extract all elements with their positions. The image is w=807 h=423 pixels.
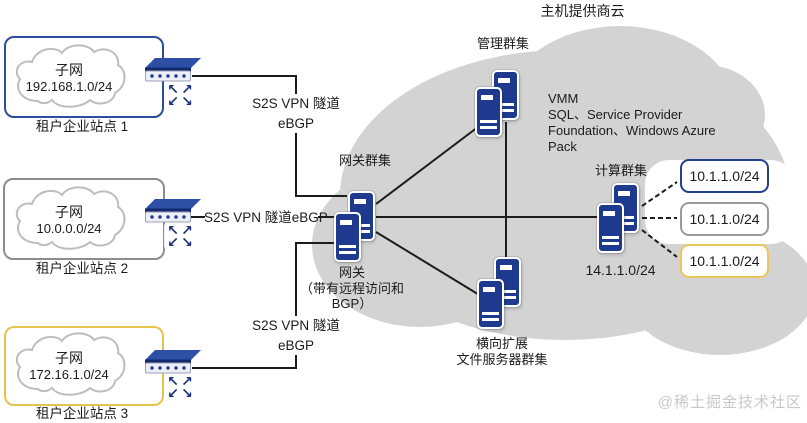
router-switch-icon (145, 58, 201, 82)
arrow-nw: ↖ (167, 373, 179, 389)
router-switch-icon (145, 199, 201, 223)
router-switch-icon (145, 350, 201, 374)
arrow-ne: ↗ (181, 373, 193, 389)
four-arrows-icon: ↖↗↙↘ (164, 82, 196, 108)
provider-cloud-title: 主机提供商云 (540, 3, 625, 19)
vpn-tunnel-label-3: S2S VPN 隧道 eBGP (238, 316, 354, 356)
arrow-se: ↘ (181, 234, 193, 250)
arrow-se: ↘ (181, 93, 193, 109)
cloud-icon (15, 44, 126, 108)
subnet-value: 10.1.1.0/24 (689, 168, 760, 184)
compute-subnet-box-2: 10.1.1.0/24 (680, 202, 769, 236)
subnet-title: 子网 (55, 61, 83, 78)
arrow-ne: ↗ (181, 81, 193, 97)
arrow-sw: ↙ (167, 234, 179, 250)
subnet-cloud-site-1: 子网 192.168.1.0/24 (10, 41, 128, 111)
subnet-title: 子网 (55, 349, 83, 366)
arrow-sw: ↙ (167, 385, 179, 401)
cloud-icon (15, 186, 126, 250)
four-arrows-icon: ↖↗↙↘ (164, 223, 196, 249)
compute-subnet-box-1: 10.1.1.0/24 (680, 159, 769, 193)
gateway-server-front-icon (334, 212, 361, 262)
four-arrows-icon: ↖↗↙↘ (164, 374, 196, 400)
subnet-cloud-site-2: 子网 10.0.0.0/24 (10, 183, 128, 253)
management-server-front-icon (475, 87, 502, 137)
gateway-cluster-label: 网关群集 (338, 153, 391, 168)
subnet-value: 10.1.1.0/24 (689, 253, 760, 269)
gateway-label: 网关 （带有远程访问和 BGP） (299, 265, 404, 312)
compute-subnet-label: 14.1.1.0/24 (585, 262, 656, 278)
arrow-ne: ↗ (181, 222, 193, 238)
file-server-cluster-label: 横向扩展 文件服务器群集 (456, 336, 548, 368)
arrow-nw: ↖ (167, 222, 179, 238)
subnet-value: 10.0.0.0/24 (36, 220, 102, 236)
management-cluster-label: 管理群集 (476, 36, 529, 51)
vpn-tunnel-label-1: S2S VPN 隧道 eBGP (238, 94, 354, 134)
watermark: @稀土掘金技术社区 (657, 394, 802, 411)
compute-cluster-label: 计算群集 (594, 163, 647, 178)
subnet-cloud-site-3: 子网 172.16.1.0/24 (10, 329, 128, 399)
compute-server-front-icon (597, 203, 624, 253)
arrow-nw: ↖ (167, 81, 179, 97)
arrow-sw: ↙ (167, 93, 179, 109)
provider-cloud-shape (645, 65, 765, 165)
file-server-front-icon (477, 279, 504, 329)
tenant-site-3-label: 租户企业站点 3 (35, 406, 129, 421)
compute-subnet-box-3: 10.1.1.0/24 (680, 244, 769, 278)
subnet-value: 192.168.1.0/24 (25, 78, 113, 94)
tenant-site-2-label: 租户企业站点 2 (35, 261, 129, 276)
subnet-value: 10.1.1.0/24 (689, 211, 760, 227)
cloud-services-text: VMM SQL、Service Provider Foundation、Wind… (548, 91, 716, 154)
cloud-icon (15, 332, 126, 396)
subnet-title: 子网 (55, 203, 83, 220)
tenant-site-1-label: 租户企业站点 1 (35, 119, 129, 134)
vpn-tunnel-label-2: S2S VPN 隧道eBGP (204, 210, 328, 225)
subnet-value: 172.16.1.0/24 (29, 366, 109, 382)
arrow-se: ↘ (181, 385, 193, 401)
